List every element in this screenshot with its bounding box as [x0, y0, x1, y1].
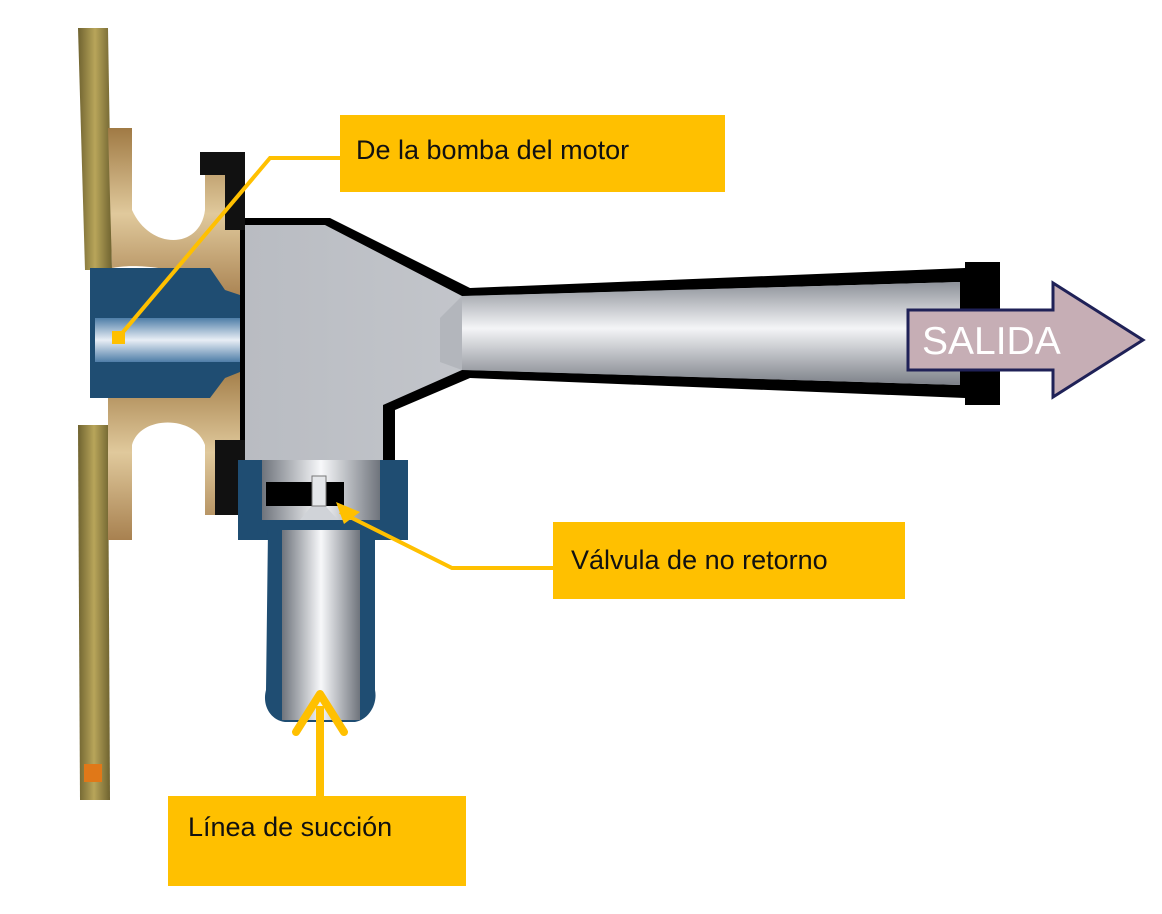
leader-valve: [339, 510, 553, 570]
suction-pipe-bore: [282, 530, 360, 720]
callout-check-valve-text: Válvula de no retorno: [571, 545, 828, 575]
callout-suction-line-text: Línea de succión: [188, 812, 393, 842]
callout-pump-source-text: De la bomba del motor: [356, 135, 630, 165]
leader-lines: [112, 156, 553, 796]
outlet-label: SALIDA: [922, 320, 1061, 363]
callout-check-valve: Válvula de no retorno: [553, 522, 905, 599]
outlet-arrow: SALIDA: [906, 280, 1146, 400]
flange-lower: [78, 425, 110, 800]
suction-pipe: [264, 530, 376, 722]
leader-pump-tip: [112, 331, 125, 344]
casting-lower: [108, 365, 240, 540]
venturi-diffuser: [462, 282, 960, 385]
cap-upper: [200, 152, 245, 230]
venturi-throat: [440, 296, 462, 370]
outlet-arrow-shape: [906, 280, 1146, 400]
leader-pump: [116, 156, 340, 340]
cap-lower: [215, 440, 245, 515]
valve-poppet: [300, 498, 338, 520]
leader-valve-arrowhead: [336, 502, 360, 524]
valve-stem: [311, 475, 327, 507]
callout-suction-line: Línea de succión: [168, 796, 466, 886]
suction-flow-arrowhead: [292, 690, 348, 736]
pump-body: [200, 152, 1000, 520]
check-valve-assembly: [238, 460, 408, 540]
mounting-flange: [78, 28, 112, 800]
flange-upper: [78, 28, 112, 270]
valve-seat: [266, 482, 344, 506]
flange-bolt: [84, 764, 102, 782]
callout-pump-source: De la bomba del motor: [340, 115, 725, 192]
